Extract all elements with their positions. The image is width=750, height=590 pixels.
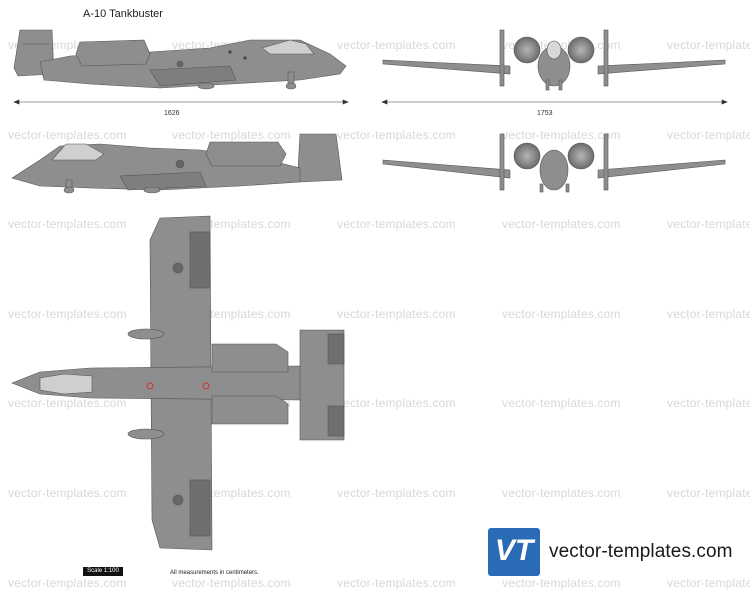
scale-label: Scale 1:100: [83, 567, 123, 576]
brand-site[interactable]: vector-templates.com: [549, 541, 733, 562]
brand-logo: VT: [488, 528, 540, 576]
side-view-right: [13, 29, 347, 90]
length-label: 1626: [164, 110, 180, 117]
top-view: [11, 215, 345, 551]
length-dimension-line: [13, 99, 349, 105]
front-view: [382, 29, 726, 91]
wingspan-dimension-line: [381, 99, 728, 105]
logo-letters: VT: [494, 534, 534, 567]
page-title: A-10 Tankbuster: [83, 8, 163, 20]
measurement-note: All measurements in centimeters.: [170, 570, 259, 576]
rear-view: [382, 133, 726, 193]
wingspan-label: 1753: [537, 110, 553, 117]
side-view-left: [11, 133, 343, 194]
